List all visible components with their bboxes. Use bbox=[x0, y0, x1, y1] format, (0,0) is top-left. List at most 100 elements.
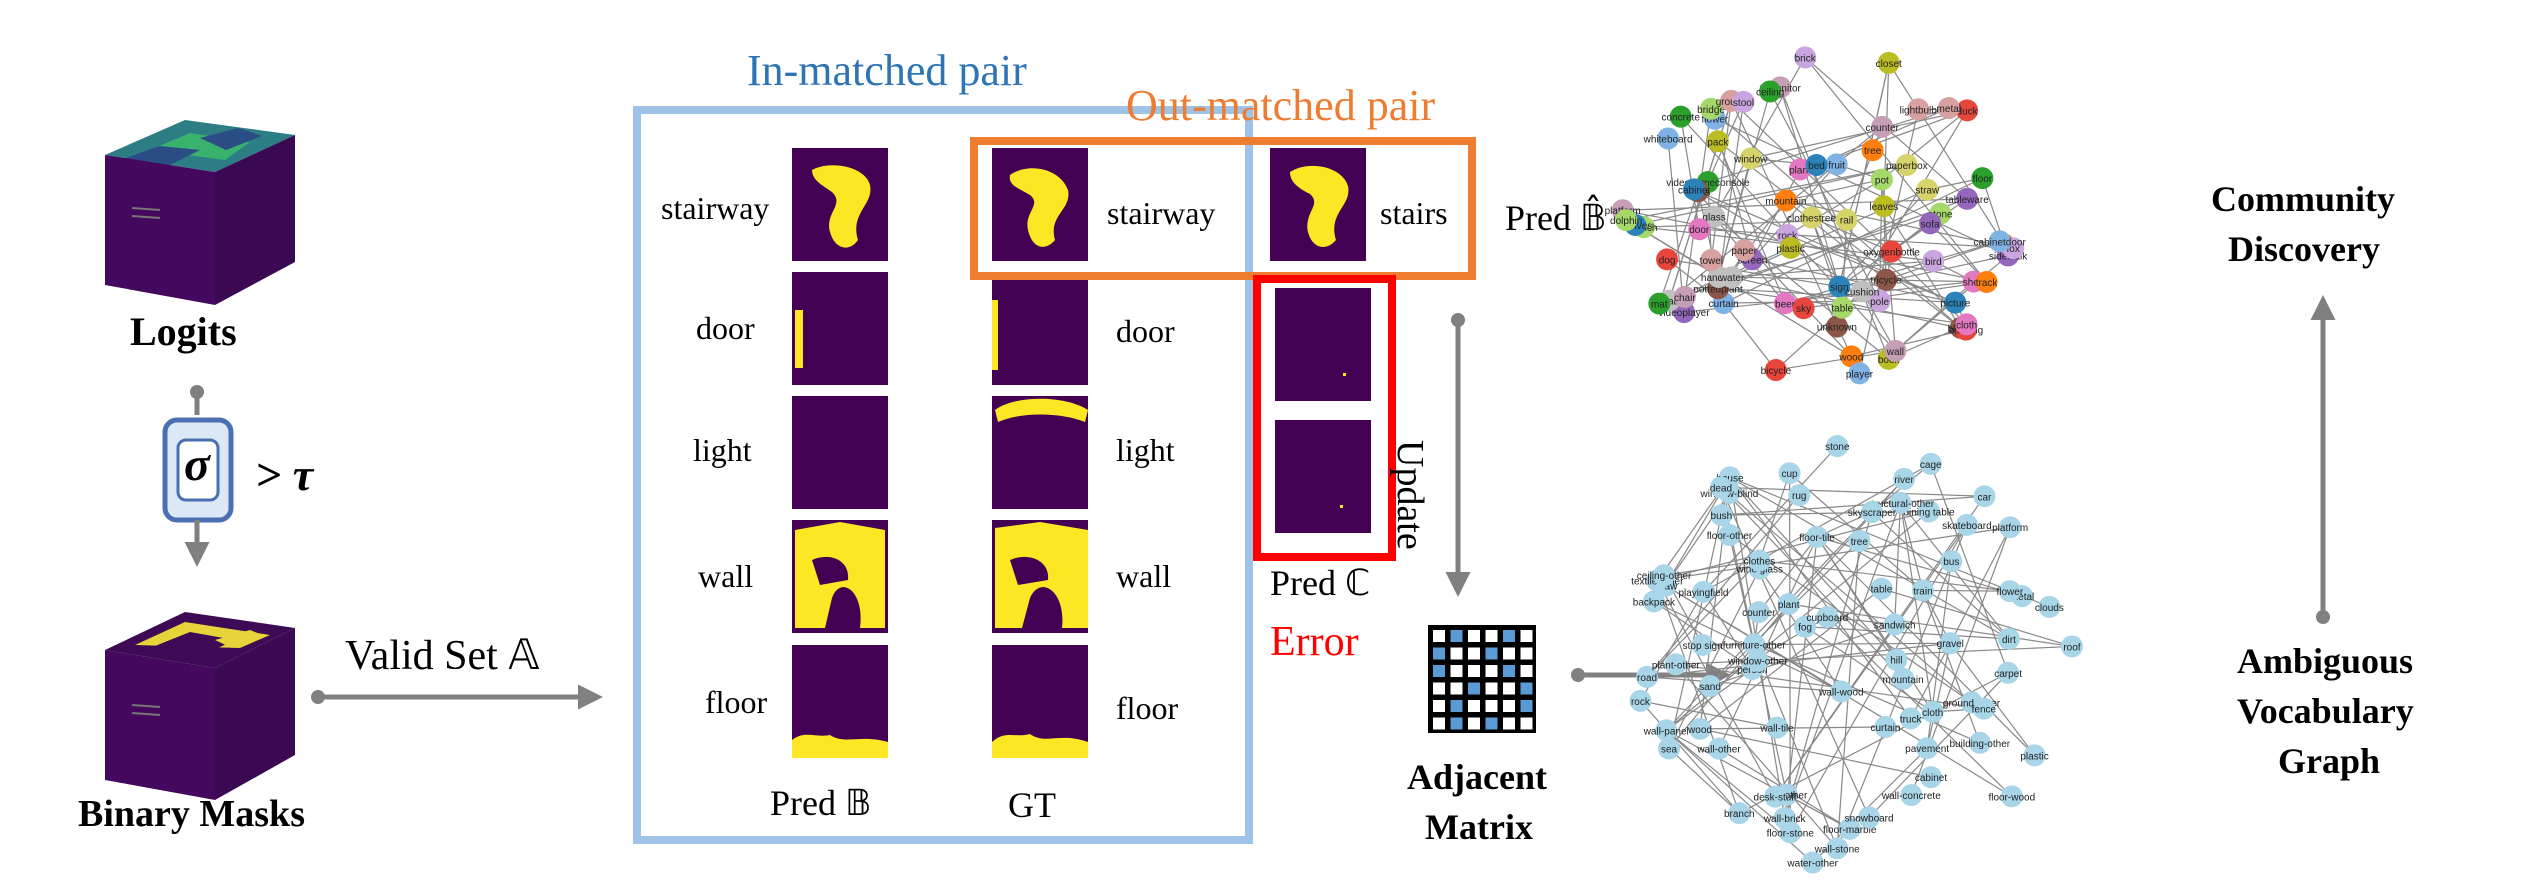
graph-node-label: paperbox bbox=[1886, 161, 1928, 172]
graph-node-label: gravel bbox=[1937, 639, 1964, 650]
graph-node-label: stop sign bbox=[1683, 641, 1723, 652]
graph-node bbox=[1774, 189, 1797, 212]
adjacent-matrix bbox=[1428, 625, 1536, 733]
graph-edge bbox=[1810, 217, 1840, 287]
matrix-cell bbox=[1433, 647, 1445, 660]
graph-edge bbox=[1699, 728, 1932, 778]
graph-node-label: car bbox=[1978, 492, 1993, 503]
graph-node bbox=[1838, 817, 1861, 840]
graph-node-label: water-other bbox=[1786, 859, 1838, 870]
graph-node-label: pack bbox=[1707, 137, 1729, 148]
graph-node bbox=[1922, 249, 1945, 272]
matrix-cell bbox=[1520, 682, 1533, 695]
graph-node-label: table bbox=[1871, 585, 1893, 596]
graph-node-label: bridge bbox=[1697, 105, 1725, 116]
graph-node bbox=[1747, 601, 1770, 624]
graph-node bbox=[1916, 737, 1939, 760]
graph-node bbox=[1911, 579, 1934, 602]
graph-node bbox=[1764, 785, 1787, 808]
graph-node-label: sand bbox=[1699, 682, 1721, 693]
graph-node-label: cushion bbox=[1845, 287, 1879, 298]
graph-edge bbox=[1926, 643, 1951, 749]
graph-node-label: pole bbox=[1870, 297, 1889, 308]
pred-c-caption: Pred ℂ bbox=[1270, 563, 1371, 603]
graph-node bbox=[1779, 821, 1802, 844]
graph-node-label: floor-other bbox=[1707, 531, 1753, 542]
pred-b-class-3: wall bbox=[698, 558, 754, 594]
graph-node bbox=[1861, 139, 1884, 162]
matrix-cell bbox=[1450, 700, 1463, 712]
graph-node-label: person bbox=[1737, 665, 1768, 676]
graph-node bbox=[1816, 605, 1839, 628]
graph-node-label: ceiling bbox=[1756, 87, 1784, 98]
matrix-cell bbox=[1485, 700, 1498, 712]
gt-class-4: floor bbox=[1116, 690, 1179, 726]
graph-edge bbox=[1668, 748, 1740, 814]
graph-node bbox=[1615, 209, 1638, 232]
graph-node bbox=[1874, 716, 1897, 739]
graph-node bbox=[2023, 744, 2046, 767]
graph-node bbox=[1892, 667, 1915, 690]
pred-b-hat-class: stairs bbox=[1380, 195, 1448, 231]
graph-node-label: rail bbox=[1840, 216, 1853, 227]
graph-node-label: wall-wood bbox=[1818, 687, 1863, 698]
ambiguous-graph: platformcloudsstrawfogcupfloor-tilestone… bbox=[1629, 435, 2083, 874]
ambiguous-label-1: Ambiguous bbox=[2237, 641, 2414, 681]
graph-node-label: wall-tile bbox=[1759, 724, 1794, 735]
graph-node bbox=[1648, 292, 1671, 315]
graph-node-label: mountain bbox=[1883, 675, 1924, 686]
graph-node-label: player bbox=[1846, 369, 1874, 380]
update-label: Update bbox=[1389, 440, 1431, 550]
graph-node bbox=[1893, 467, 1916, 490]
graph-node bbox=[1700, 97, 1723, 120]
graph-node bbox=[1939, 632, 1962, 655]
graph-node bbox=[1830, 680, 1853, 703]
graph-node bbox=[1801, 851, 1824, 874]
adjacent-matrix-label-2: Matrix bbox=[1425, 807, 1533, 847]
graph-node bbox=[1669, 105, 1692, 128]
graph-node bbox=[1919, 766, 1942, 789]
graph-node bbox=[1778, 462, 1801, 485]
community-label-1: Community bbox=[2211, 179, 2396, 219]
graph-node bbox=[1956, 187, 1979, 210]
graph-node bbox=[1885, 648, 1908, 671]
graph-node-label: sofa bbox=[1921, 219, 1940, 230]
matrix-cell bbox=[1468, 647, 1480, 660]
graph-node bbox=[1692, 580, 1715, 603]
graph-edge bbox=[1888, 62, 2005, 245]
graph-node-label: ground bbox=[1716, 97, 1747, 108]
matrix-cell bbox=[1503, 700, 1515, 712]
graph-edge bbox=[1729, 476, 2050, 608]
threshold-label: > τ bbox=[255, 449, 314, 500]
graph-node-label: clothestree bbox=[1787, 214, 1836, 225]
graph-node-label: cage bbox=[1920, 460, 1942, 471]
graph-node bbox=[1997, 627, 2020, 650]
graph-node bbox=[1700, 248, 1723, 271]
graph-node bbox=[1759, 80, 1782, 103]
graph-node bbox=[1805, 154, 1828, 177]
gt-class-2: light bbox=[1116, 432, 1175, 468]
graph-node bbox=[1937, 97, 1960, 120]
graph-edge bbox=[1769, 91, 1881, 302]
graph-node-label: concrete bbox=[1662, 113, 1701, 124]
graph-node-label: roof bbox=[2063, 642, 2080, 653]
graph-node-label: fence bbox=[1972, 705, 1997, 716]
graph-node bbox=[1703, 205, 1726, 228]
graph-node-label: hill bbox=[1890, 656, 1902, 667]
graph-edge bbox=[1804, 57, 1988, 283]
graph-edge bbox=[1894, 502, 1902, 625]
graph-node-label: curtain bbox=[1709, 299, 1739, 310]
graph-edge bbox=[1784, 511, 1873, 819]
matrix-cell bbox=[1520, 647, 1533, 660]
community-graph: duckbirdpotcurtainwindowblindsscreenglas… bbox=[1605, 46, 2028, 385]
graph-node bbox=[1657, 127, 1680, 150]
graph-node-label: whiteboard bbox=[1643, 134, 1693, 145]
graph-node bbox=[1840, 345, 1863, 368]
graph-node bbox=[1826, 837, 1849, 860]
graph-node-label: closet bbox=[1876, 59, 1902, 70]
graph-node-label: shelves bbox=[1618, 221, 1652, 232]
graph-edge bbox=[1699, 588, 1882, 730]
graph-node-label: truck bbox=[1900, 714, 1923, 725]
graph-edge bbox=[1710, 100, 1732, 260]
gt-class-1: door bbox=[1116, 313, 1175, 349]
